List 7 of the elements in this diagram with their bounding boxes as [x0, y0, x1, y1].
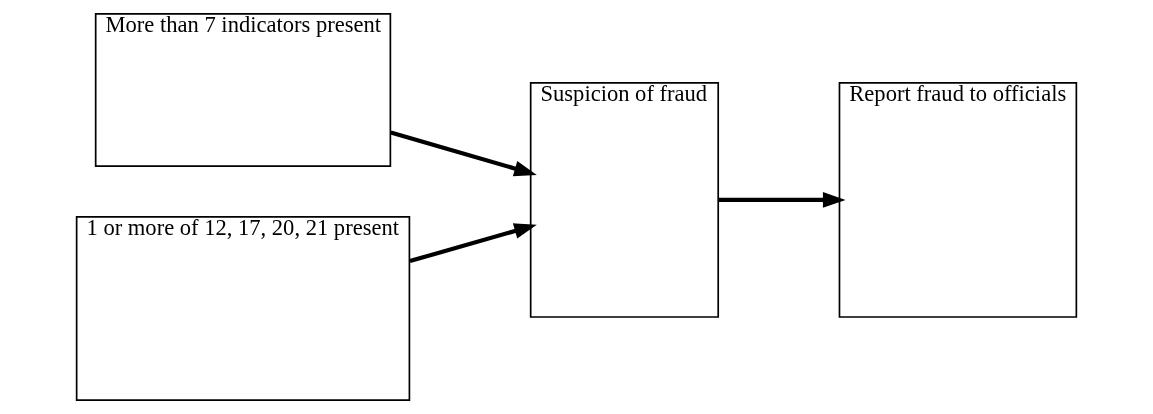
node-box: More than 7 indicators present	[94, 12, 392, 167]
node-box: Suspicion of fraud	[529, 82, 720, 318]
arrow	[409, 223, 537, 264]
node-box: Report fraud to officials	[838, 82, 1078, 318]
arrow	[390, 130, 537, 177]
node-box: 1 or more of 12, 17, 20, 21 present	[75, 216, 411, 402]
arrow	[718, 192, 846, 208]
